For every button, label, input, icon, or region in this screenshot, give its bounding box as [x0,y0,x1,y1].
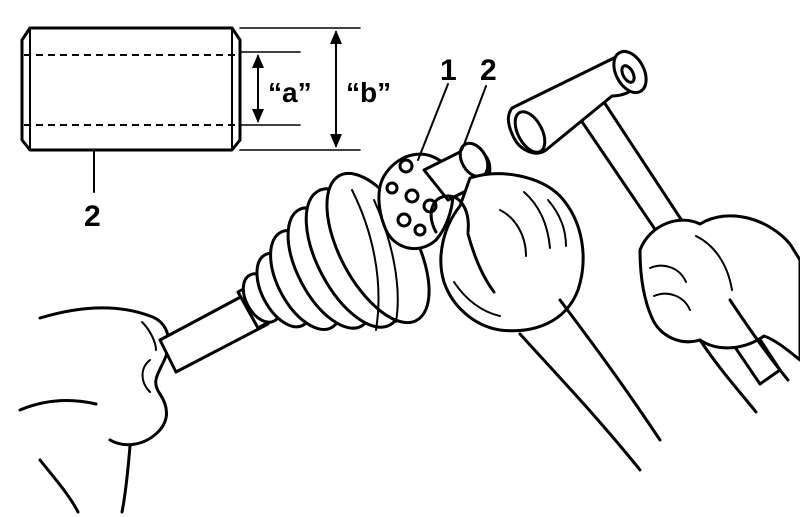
center-hand [429,172,662,472]
leader-part-2-top [461,85,487,151]
left-hand [18,306,171,514]
sleeve-detail: “a” “b” 2 [20,26,391,233]
right-hand [638,214,800,414]
part-2-label-bottom: 2 [84,200,101,233]
cv-boot [241,171,431,331]
sleeve-outline [20,26,242,152]
dimension-b: “b” [330,30,391,148]
dimension-b-label: “b” [346,77,391,108]
part-1-label: 1 [440,54,457,87]
dimension-a-label: “a” [268,77,312,108]
part-2-label-top: 2 [480,54,497,87]
leader-part-1 [417,83,449,161]
dimension-a: “a” [252,54,312,123]
